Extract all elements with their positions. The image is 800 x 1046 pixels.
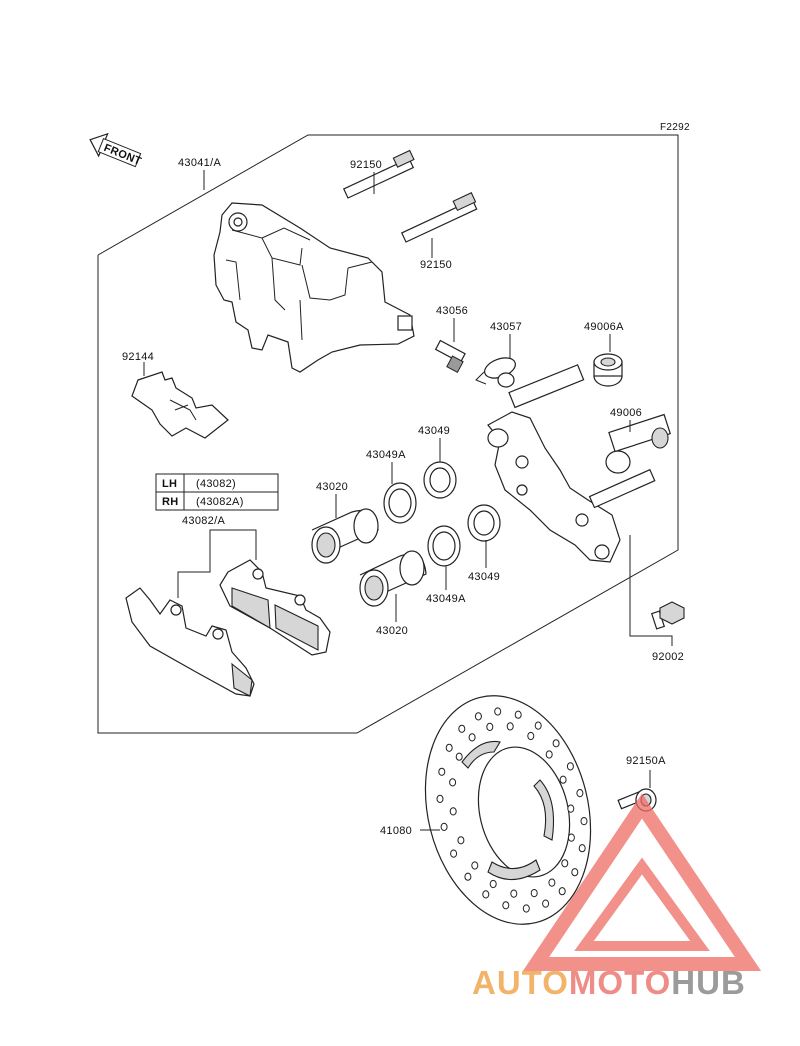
bleeder-valve (434, 339, 466, 374)
disc-vent-hole (534, 721, 542, 730)
bleeder-cap (475, 357, 516, 388)
disc-vent-hole (542, 899, 550, 908)
assembly-frame (97, 134, 679, 734)
label-bolt: 92002 (652, 651, 684, 663)
disc-vent-hole (580, 817, 588, 826)
disc-vent-hole (436, 794, 444, 804)
label-seal-lower: 43049 (468, 571, 500, 583)
watermark-triangle-icon (522, 793, 762, 971)
disc-vent-hole (449, 778, 457, 787)
bolt (650, 601, 685, 630)
label-piston-upper: 43020 (316, 481, 348, 493)
label-bushing: 49006 (610, 407, 642, 419)
label-pad-spring: 92144 (122, 351, 154, 363)
table-lh-side: LH (162, 478, 177, 490)
disc-vent-hole (527, 731, 535, 741)
pin-bottom (400, 192, 478, 243)
disc-vent-hole (457, 836, 465, 845)
disc-vent-hole (489, 879, 497, 889)
disc-vent-hole (450, 849, 458, 858)
side-table: LH (43082) RH (43082A) (155, 473, 279, 511)
piston-upper (311, 508, 379, 564)
label-disc-bolt: 92150A (626, 755, 666, 767)
disc-vent-hole (468, 733, 476, 742)
watermark-part1: AUTO (472, 964, 569, 1001)
disc-vent-hole (561, 859, 569, 868)
label-seal-lower-a: 43049A (426, 593, 466, 605)
table-lh-part: (43082) (196, 478, 236, 490)
disc-vent-hole (558, 887, 566, 896)
label-disc: 41080 (380, 825, 412, 837)
disc-vent-hole (514, 710, 522, 719)
disc-vent-hole (548, 878, 556, 887)
brake-pad-inner (125, 587, 255, 697)
table-rh-side: RH (162, 496, 179, 508)
brake-pad-outer (219, 559, 331, 656)
disc-vent-hole (522, 904, 530, 913)
caliper-bracket (487, 364, 656, 563)
bushing (605, 413, 672, 474)
disc-vent-hole (455, 752, 463, 761)
label-seal-upper-a: 43049A (366, 449, 406, 461)
disc-vent-hole (494, 707, 502, 716)
disc-vent-hole (567, 804, 575, 813)
seal-upper-a (383, 482, 417, 524)
label-bushing-a: 49006A (584, 321, 624, 333)
disc-vent-hole (530, 889, 538, 898)
disc-vent-hole (502, 901, 510, 910)
disc-vent-hole (471, 861, 479, 870)
disc-vent-hole (440, 822, 448, 832)
seal-lower-a (427, 525, 461, 567)
figure-id: F2292 (660, 122, 690, 133)
disc-vent-hole (474, 712, 482, 721)
brake-disc (424, 695, 592, 925)
front-arrow-icon: FRONT (89, 132, 143, 168)
disc-vent-hole (559, 775, 567, 784)
disc-vent-hole (566, 762, 574, 771)
label-seal-upper: 43049 (418, 425, 450, 437)
seal-upper (423, 461, 457, 499)
pin-top (342, 149, 415, 199)
table-rh-part: (43082A) (196, 496, 244, 508)
watermark-text: AUTOMOTOHUB (472, 964, 746, 1001)
label-bleeder: 43056 (436, 305, 468, 317)
piston-lower (359, 550, 427, 607)
disc-vent-hole (458, 724, 466, 733)
leader-lines (143, 170, 673, 831)
disc-vent-hole (438, 767, 446, 776)
pad-spring (131, 371, 229, 439)
disc-vent-hole (449, 807, 457, 816)
bushing-a (593, 353, 623, 387)
watermark-logo: AUTOMOTOHUB (472, 793, 762, 1001)
disc-vent-hole (464, 872, 472, 881)
disc-vent-hole (506, 722, 514, 731)
disc-vent-hole (578, 844, 586, 853)
disc-vent-hole (576, 789, 584, 798)
label-piston-lower: 43020 (376, 625, 408, 637)
watermark-part2: MOTO (569, 964, 671, 1001)
label-pin-top: 92150 (350, 159, 382, 171)
disc-vent-hole (571, 868, 579, 877)
disc-vent-hole (486, 722, 494, 732)
disc-vent-hole (510, 889, 518, 898)
disc-vent-hole (567, 833, 575, 842)
disc-vent-hole (545, 750, 553, 759)
watermark-part3: HUB (671, 964, 746, 1001)
label-pin-bottom: 92150 (420, 259, 452, 271)
label-pad-assy: 43082/A (182, 515, 225, 527)
disc-vent-hole (552, 739, 560, 748)
label-caliper-assy: 43041/A (178, 157, 221, 169)
disc-vent-hole (445, 743, 453, 752)
seal-lower (467, 504, 501, 542)
disc-vent-holes (436, 707, 588, 913)
label-bleeder-cap: 43057 (490, 321, 522, 333)
caliper-body (213, 202, 415, 373)
disc-vent-hole (482, 890, 490, 899)
